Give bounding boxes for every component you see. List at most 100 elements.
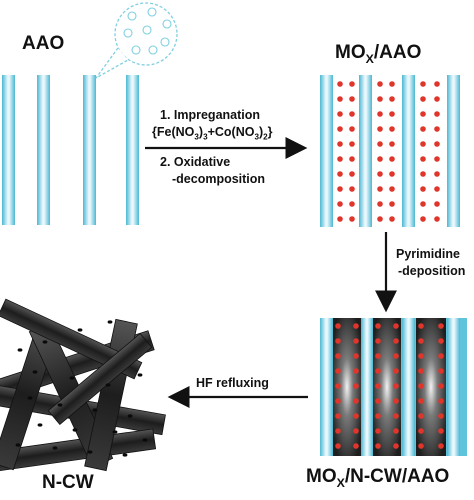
oxide-particle <box>337 201 343 207</box>
oxide-particle <box>377 141 383 147</box>
oxide-particle <box>420 141 426 147</box>
oxide-particle <box>349 111 355 117</box>
carbon-pore <box>122 453 128 457</box>
oxide-particle <box>375 323 381 329</box>
oxide-particle <box>335 398 341 404</box>
oxide-particle <box>335 353 341 359</box>
oxide-particle <box>375 338 381 344</box>
oxide-particle <box>438 428 444 434</box>
oxide-particle <box>434 111 440 117</box>
oxide-particle <box>438 368 444 374</box>
oxide-particle <box>418 353 424 359</box>
oxide-particle <box>349 171 355 177</box>
oxide-particle <box>353 323 359 329</box>
oxide-particle <box>377 81 383 87</box>
oxide-particle <box>375 353 381 359</box>
aao-template <box>2 75 139 225</box>
metal-oxide-particles <box>337 81 440 222</box>
oxide-particle <box>438 338 444 344</box>
oxide-particle <box>434 171 440 177</box>
oxide-particle <box>393 353 399 359</box>
oxide-particle <box>335 323 341 329</box>
oxide-particle <box>418 323 424 329</box>
oxide-particle <box>337 156 343 162</box>
oxide-particle <box>420 171 426 177</box>
aao-label: AAO <box>22 33 65 54</box>
oxide-particle <box>349 81 355 87</box>
oxide-particle <box>349 201 355 207</box>
hf-label: HF refluxing <box>196 376 269 390</box>
pore-zoom-bubble <box>95 2 178 79</box>
metal-oxide-particles <box>335 323 444 449</box>
oxide-particle <box>375 443 381 449</box>
oxide-particle <box>434 201 440 207</box>
oxide-particle <box>420 201 426 207</box>
oxide-particle <box>418 443 424 449</box>
oxide-particle <box>389 171 395 177</box>
oxide-particle <box>349 141 355 147</box>
oxide-particle <box>418 383 424 389</box>
oxide-particle <box>393 413 399 419</box>
carbon-pore <box>127 414 133 418</box>
carbon-web-network <box>0 298 166 472</box>
carbon-pore <box>72 428 78 432</box>
carbon-pore <box>137 373 143 377</box>
step2-title: 2. Oxidative <box>160 155 231 169</box>
oxide-particle <box>353 383 359 389</box>
oxide-particle <box>389 126 395 132</box>
oxide-particle <box>377 216 383 222</box>
oxide-particle <box>418 413 424 419</box>
oxide-particle <box>377 111 383 117</box>
pore-circles <box>123 7 172 55</box>
oxide-particle <box>420 216 426 222</box>
oxide-particle <box>389 141 395 147</box>
mox-ncw-aao-template <box>320 318 467 456</box>
oxide-particle <box>349 96 355 102</box>
carbon-pore <box>112 430 118 434</box>
oxide-particle <box>393 443 399 449</box>
oxide-particle <box>420 96 426 102</box>
oxide-particle <box>353 368 359 374</box>
oxide-particle <box>393 398 399 404</box>
oxide-particle <box>337 126 343 132</box>
carbon-pore <box>32 370 38 374</box>
oxide-particle <box>337 81 343 87</box>
step2-subtitle: -decomposition <box>172 172 266 186</box>
oxide-particle <box>434 141 440 147</box>
ncw-label: N-CW <box>42 472 94 493</box>
oxide-particle <box>434 186 440 192</box>
oxide-particle <box>335 338 341 344</box>
oxide-particle <box>337 111 343 117</box>
carbon-pore <box>69 376 75 380</box>
pyrimidine-subtitle: -deposition <box>398 264 466 278</box>
carbon-pore <box>37 423 43 427</box>
oxide-particle <box>349 186 355 192</box>
oxide-particle <box>438 443 444 449</box>
oxide-particle <box>434 216 440 222</box>
carbon-pore <box>105 383 111 387</box>
carbon-pore <box>42 340 48 344</box>
oxide-particle <box>337 216 343 222</box>
oxide-particle <box>393 428 399 434</box>
carbon-pores <box>15 320 148 457</box>
aao-channel-wall <box>83 75 96 225</box>
oxide-particle <box>377 201 383 207</box>
oxide-particle <box>389 186 395 192</box>
oxide-particle <box>349 156 355 162</box>
oxide-particle <box>335 413 341 419</box>
carbon-pore <box>57 403 63 407</box>
mox-ncw-aao-label: MOX/N-CW/AAO <box>306 466 450 490</box>
step1-title: 1. Impreganation <box>160 108 261 122</box>
oxide-particle <box>389 201 395 207</box>
oxide-particle <box>434 126 440 132</box>
oxide-particle <box>375 383 381 389</box>
carbon-pore <box>87 450 93 454</box>
oxide-particle <box>353 413 359 419</box>
oxide-particle <box>418 338 424 344</box>
carbon-pore <box>52 446 58 450</box>
oxide-particle <box>418 368 424 374</box>
oxide-particle <box>349 216 355 222</box>
oxide-particle <box>335 443 341 449</box>
aao-channel-wall <box>2 75 15 225</box>
oxide-particle <box>353 338 359 344</box>
